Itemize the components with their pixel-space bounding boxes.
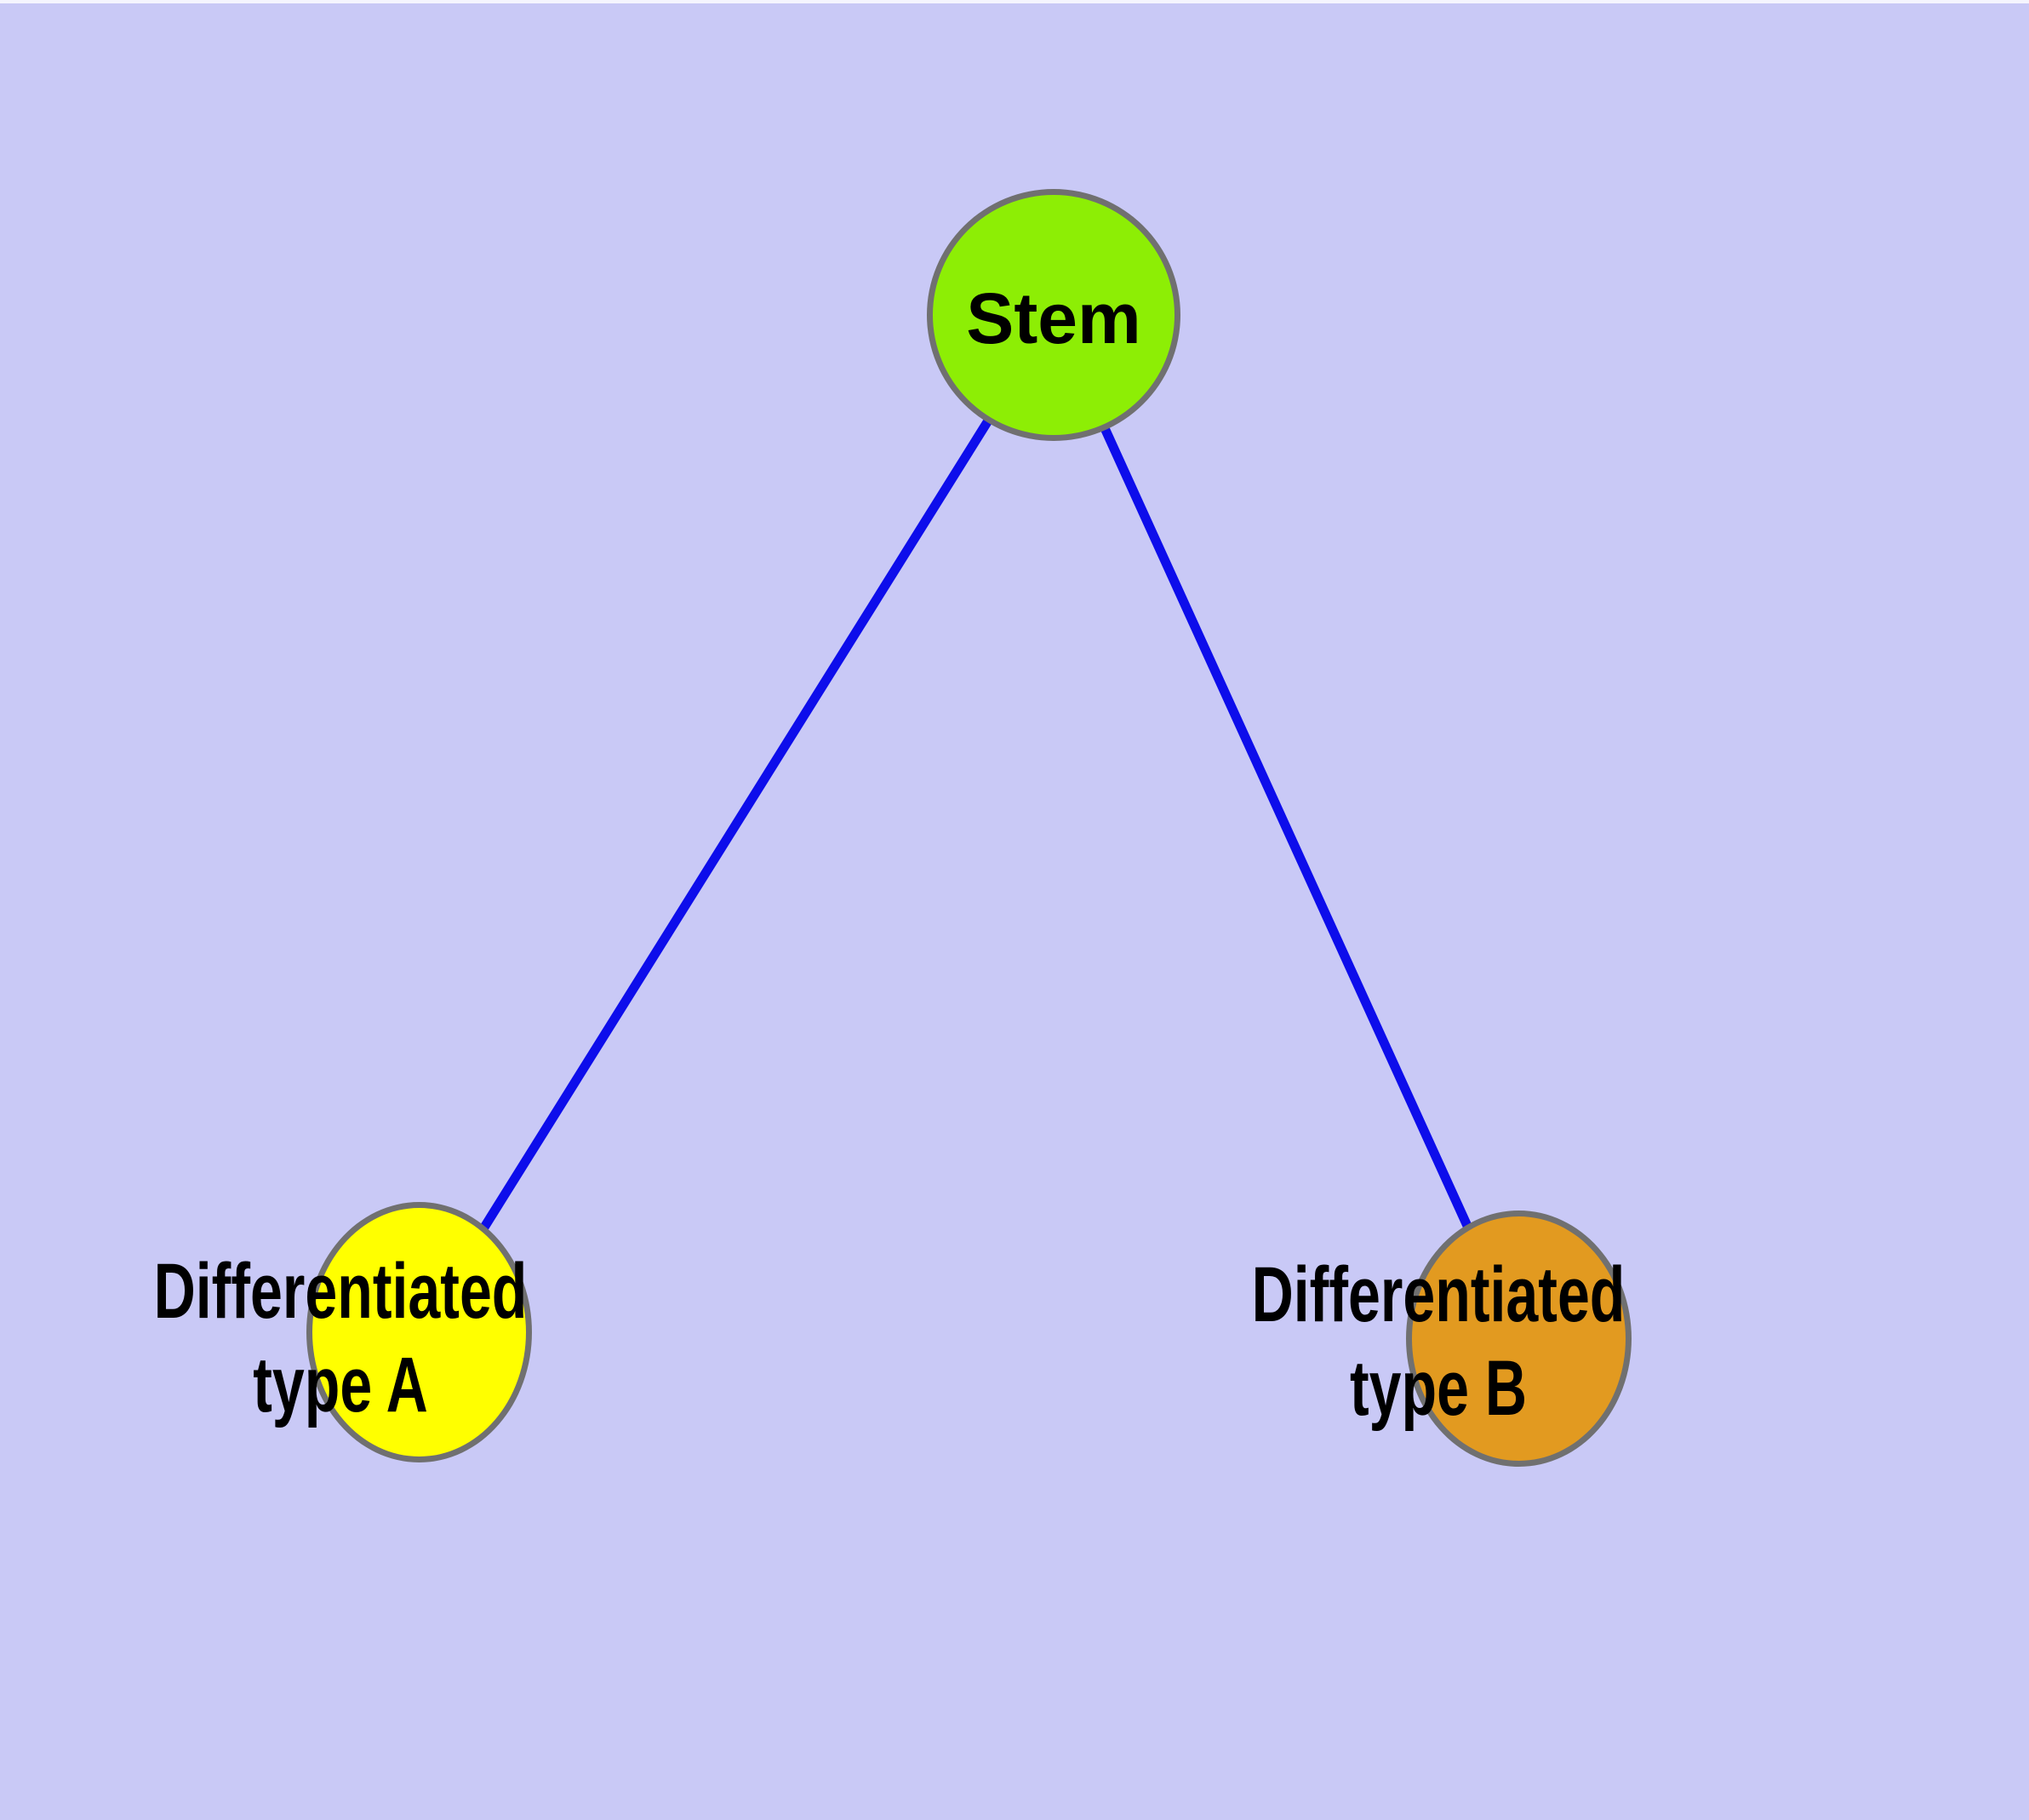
edge-stem-to-type-a [414, 313, 1058, 1335]
node-type-a-label-line1: Differentiated [153, 1248, 528, 1335]
node-differentiated-type-a [306, 1202, 532, 1462]
window-top-edge [0, 0, 2029, 3]
node-type-b-label: Differentiated type B [1252, 1248, 1626, 1435]
node-type-a-label: Differentiated type A [154, 1245, 528, 1432]
node-stem-label: Stem [966, 278, 1141, 358]
node-type-a-label-line2: type A [253, 1342, 428, 1428]
node-type-b-label-line2: type B [1349, 1345, 1528, 1432]
edge-stem-to-type-b [1049, 313, 1523, 1341]
node-stem [927, 189, 1180, 441]
node-type-b-label-line1: Differentiated [1251, 1251, 1626, 1338]
node-differentiated-type-b [1406, 1210, 1632, 1467]
